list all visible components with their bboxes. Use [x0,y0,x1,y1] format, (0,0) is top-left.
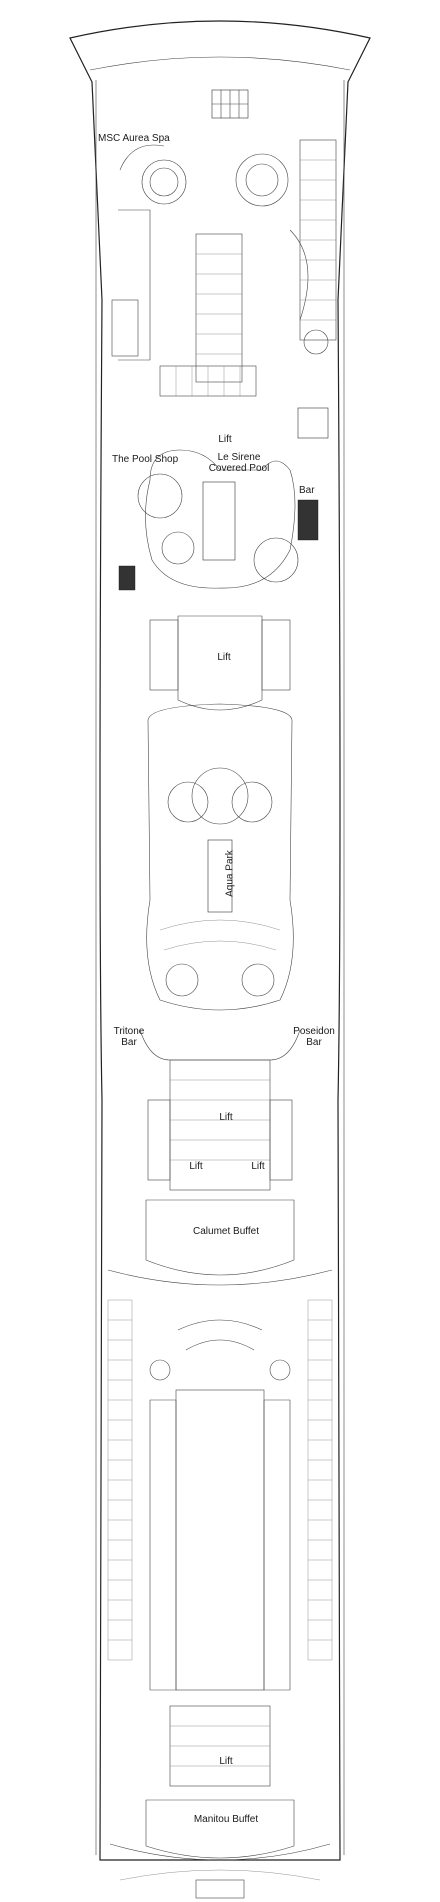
label-calumet-buffet: Calumet Buffet [193,1226,259,1237]
aqua-park-icon [207,839,233,913]
label-tritone-bar: Tritone Bar [113,1026,145,1048]
covered-pool-icon [202,481,236,561]
label-covered-pool: Le Sirene Covered Pool [208,452,270,474]
label-bar-1: Bar [299,485,315,496]
label-lift-6: Lift [219,1756,233,1767]
label-lift-4: Lift [189,1161,203,1172]
label-manitou-buffet: Manitou Buffet [193,1814,259,1825]
hull-outline [69,20,371,1861]
label-spa: MSC Aurea Spa [98,133,170,144]
label-pool-shop: The Pool Shop [112,454,179,465]
label-aqua-park: Aqua Park [224,850,236,897]
label-lift-5: Lift [251,1161,265,1172]
label-lift-3: Lift [219,1112,233,1123]
label-lift-2: Lift [217,652,231,663]
label-poseidon-bar: Poseidon Bar [293,1026,335,1048]
label-lift-1: Lift [218,434,232,445]
